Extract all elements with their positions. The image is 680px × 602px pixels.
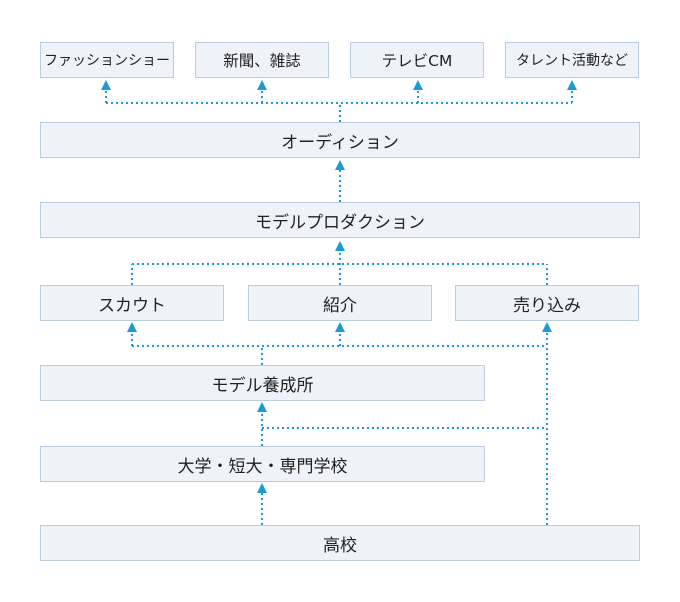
arrow-up-icon xyxy=(257,483,267,493)
arrow-up-icon xyxy=(257,402,267,412)
box-model-school: モデル養成所 xyxy=(40,365,485,401)
arrow-up-icon xyxy=(413,80,423,90)
arrow-up-icon xyxy=(335,241,345,251)
arrow-up-icon xyxy=(335,322,345,332)
box-self-promotion: 売り込み xyxy=(455,285,639,321)
box-model-production: モデルプロダクション xyxy=(40,202,640,238)
arrow-up-icon xyxy=(127,322,137,332)
box-newspaper-magazine: 新聞、雑誌 xyxy=(195,42,329,78)
box-scout: スカウト xyxy=(40,285,224,321)
arrow-up-icon xyxy=(257,80,267,90)
arrow-up-icon xyxy=(101,80,111,90)
arrow-up-icon xyxy=(567,80,577,90)
box-tv-cm: テレビCM xyxy=(350,42,484,78)
box-referral: 紹介 xyxy=(248,285,432,321)
box-fashion-show: ファッションショー xyxy=(40,42,174,78)
arrow-up-icon xyxy=(335,160,345,170)
arrow-up-icon xyxy=(542,322,552,332)
box-talent-activities: タレント活動など xyxy=(505,42,639,78)
box-college: 大学・短大・専門学校 xyxy=(40,446,485,482)
box-high-school: 高校 xyxy=(40,525,640,561)
box-audition: オーディション xyxy=(40,122,640,158)
